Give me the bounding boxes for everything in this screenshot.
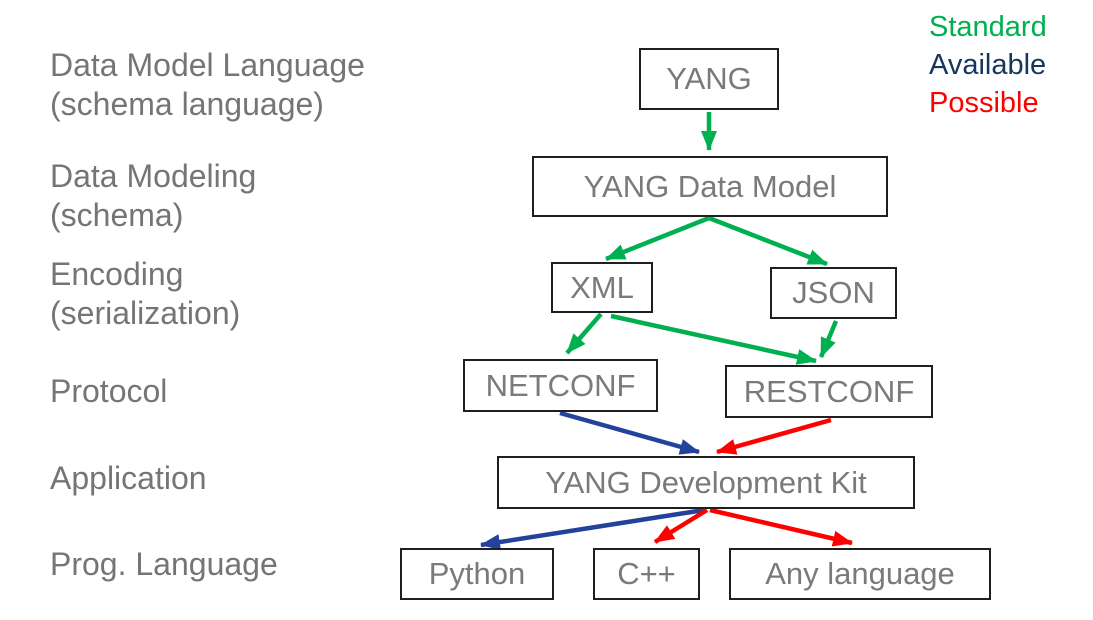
node-restconf: RESTCONF (725, 365, 933, 418)
legend-item-available: Available (929, 49, 1047, 81)
row-label-line: Data Modeling (50, 158, 257, 194)
row-label-line: Encoding (50, 256, 184, 292)
node-xml: XML (551, 262, 653, 313)
edge-yang-data-model-xml (605, 215, 710, 262)
row-label-line: (schema) (50, 197, 184, 233)
legend: Standard Available Possible (929, 8, 1047, 122)
row-label-line: Application (50, 460, 207, 496)
edge-yang-data-model-json (708, 215, 828, 267)
node-any-language: Any language (729, 548, 991, 600)
row-label-data-modeling: Data Modeling (schema) (50, 157, 256, 235)
legend-item-possible: Possible (929, 87, 1039, 119)
row-label-prog-language: Prog. Language (50, 545, 278, 584)
edge-netconf-ydk (559, 410, 700, 455)
row-label-line: (serialization) (50, 295, 241, 331)
row-label-application: Application (50, 459, 207, 498)
row-label-line: Prog. Language (50, 546, 278, 582)
edge-xml-netconf (565, 312, 603, 355)
node-yang-development-kit: YANG Development Kit (497, 456, 915, 509)
node-yang: YANG (639, 48, 779, 110)
row-label-encoding: Encoding (serialization) (50, 255, 240, 333)
row-label-line: Data Model Language (50, 47, 365, 83)
node-yang-data-model: YANG Data Model (532, 156, 888, 217)
legend-item-standard: Standard (929, 11, 1047, 43)
row-label-data-model-language: Data Model Language (schema language) (50, 46, 365, 124)
edge-ydk-cpp (653, 508, 709, 544)
row-label-line: Protocol (50, 373, 168, 409)
row-label-protocol: Protocol (50, 372, 167, 411)
edge-json-restconf (818, 320, 839, 358)
node-python: Python (400, 548, 554, 600)
edge-ydk-any-language (709, 507, 853, 547)
edge-xml-restconf (610, 313, 817, 365)
row-label-line: (schema language) (50, 86, 324, 122)
node-cpp: C++ (593, 548, 700, 600)
edge-ydk-python (480, 507, 705, 550)
node-json: JSON (770, 267, 897, 319)
node-netconf: NETCONF (463, 359, 658, 412)
edge-restconf-ydk (716, 417, 832, 455)
